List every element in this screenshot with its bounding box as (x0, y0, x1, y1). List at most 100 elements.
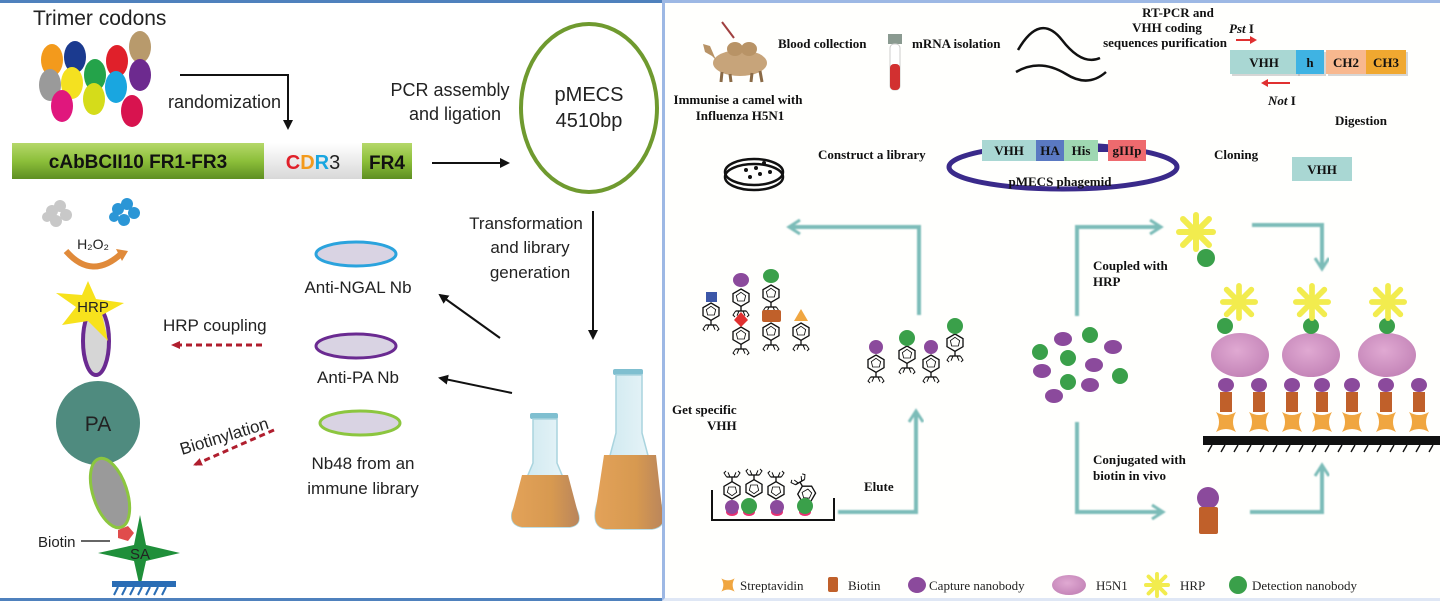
detection-nanobody (1379, 318, 1395, 334)
codon-oval (121, 95, 143, 127)
codon-oval (61, 67, 83, 99)
mrna-strand-1 (1016, 26, 1101, 62)
arrow-to-anti-ngal (438, 293, 501, 339)
conjugated-label-line2: biotin in vivo (1093, 468, 1166, 483)
product-blue-icon (109, 198, 140, 226)
phage-display-library (702, 269, 810, 356)
codon-oval (51, 90, 73, 122)
anti-ngal-nb-oval (314, 240, 398, 268)
streptavidin-icon (721, 578, 735, 592)
h5n1-icon (1052, 575, 1086, 595)
h2o2-label: H₂O₂ (77, 236, 109, 252)
antigen-diamond (734, 312, 748, 327)
gene-segment-h (1296, 50, 1324, 74)
hatch-line (1298, 444, 1304, 453)
rtpcr-label-line2: VHH coding (1132, 20, 1202, 35)
capture-nanobody (1378, 378, 1394, 392)
eluted-nanobody (924, 340, 938, 354)
pcr-assembly-label-line2: and ligation (409, 104, 501, 124)
hatch-line (1402, 444, 1408, 453)
streptavidin (1282, 412, 1302, 432)
codon-oval (39, 69, 61, 101)
not-suffix: I (1288, 93, 1296, 108)
substrate-grey-icon (42, 200, 72, 227)
camel-caption-line1: Immunise a camel with (674, 92, 804, 107)
construct-library-label: Construct a library (818, 147, 926, 162)
rtpcr-label-line1: RT-PCR and (1142, 5, 1214, 20)
pmecs-plasmid (519, 22, 659, 194)
hrp-enzyme (1296, 286, 1328, 318)
gene-segment-label: CH2 (1333, 55, 1359, 70)
detection-nanobody (1060, 374, 1076, 390)
flask-small-icon (510, 413, 580, 528)
phage-icon (867, 354, 885, 384)
pst-arrowhead (1250, 36, 1257, 44)
cdr3-char: R (315, 152, 330, 174)
antigen-square (706, 292, 717, 302)
cloning-label: Cloning (1214, 147, 1259, 162)
blood-collection-label: Blood collection (778, 36, 867, 51)
library-nanobody (733, 273, 749, 287)
arrow-hrp-coupling (1075, 227, 1160, 316)
mrna-isolation-label: mRNA isolation (912, 36, 1001, 51)
eluted-nanobody (869, 340, 883, 354)
nb48-oval (318, 409, 402, 437)
biotin (1253, 392, 1265, 412)
capture-nanobody (1218, 378, 1234, 392)
panning-binders (725, 498, 813, 516)
pst-suffix: I (1246, 21, 1254, 36)
detection-nanobody (1060, 350, 1076, 366)
elute-label: Elute (864, 479, 894, 494)
sandwich-elisa-assay (1211, 286, 1429, 432)
transformation-label-line2: and library (490, 238, 570, 257)
phage-icon (732, 326, 750, 356)
hatch-line (1337, 444, 1343, 453)
phagemid-segment-vhh (982, 140, 1036, 161)
biotin (1316, 392, 1328, 412)
arrow-hrp-to-assay (1252, 223, 1322, 268)
hatch-line (1259, 444, 1265, 453)
fr4-label: FR4 (369, 153, 405, 174)
arrow-reamplify (790, 227, 921, 315)
get-specific-label-line1: Get specific (672, 402, 737, 417)
cdr3-char: D (300, 152, 314, 174)
capture-nanobody (1081, 378, 1099, 392)
fr1-fr3-segment (12, 143, 264, 179)
phagemid-segment-label: gIIIp (1113, 143, 1142, 158)
conjugated-label-line1: Conjugated with (1093, 452, 1187, 467)
library-nanobody (763, 269, 779, 283)
capture-nanobody (1411, 378, 1427, 392)
cdr3-label: CDR3 (286, 152, 340, 174)
plate-hatching (1207, 444, 1434, 453)
cdr3-segment (264, 143, 362, 179)
biotin-icon (828, 577, 838, 592)
capture-nanobody-biotinylated (1197, 487, 1219, 509)
streptavidin (1409, 412, 1429, 432)
phagemid-segment-label: VHH (994, 143, 1024, 158)
hrp-icon (1146, 574, 1168, 596)
arrow-biotin-to-assay (1250, 466, 1322, 514)
get-specific-label-line2: VHH (707, 418, 737, 433)
phage-icon (762, 322, 780, 352)
hrp-label: HRP (77, 299, 109, 316)
phagemid-segment-giiip (1108, 140, 1146, 161)
right-diagram: Immunise a camel with Influenza H5N1 Blo… (672, 5, 1440, 601)
streptavidin (1216, 412, 1236, 432)
streptavidin (1249, 412, 1269, 432)
eluted-nanobody (899, 330, 915, 346)
coupled-label-line1: Coupled with (1093, 258, 1169, 273)
hatch-line (1350, 444, 1356, 453)
legend-detection-nanobody: Detection nanobody (1252, 578, 1358, 593)
biotin (1346, 392, 1358, 412)
h5n1-antigen (1358, 333, 1416, 377)
biotinylation-arrow (193, 428, 275, 467)
legend-streptavidin: Streptavidin (740, 578, 804, 593)
gene-segment-label: CH3 (1373, 55, 1400, 70)
hatch-line (1389, 444, 1395, 453)
hatch-line (1246, 444, 1252, 453)
pa-antigen (56, 381, 140, 465)
h5n1-antigen (1282, 333, 1340, 377)
capture-nanobody (1033, 364, 1051, 378)
coupled-label-line2: HRP (1093, 274, 1121, 289)
